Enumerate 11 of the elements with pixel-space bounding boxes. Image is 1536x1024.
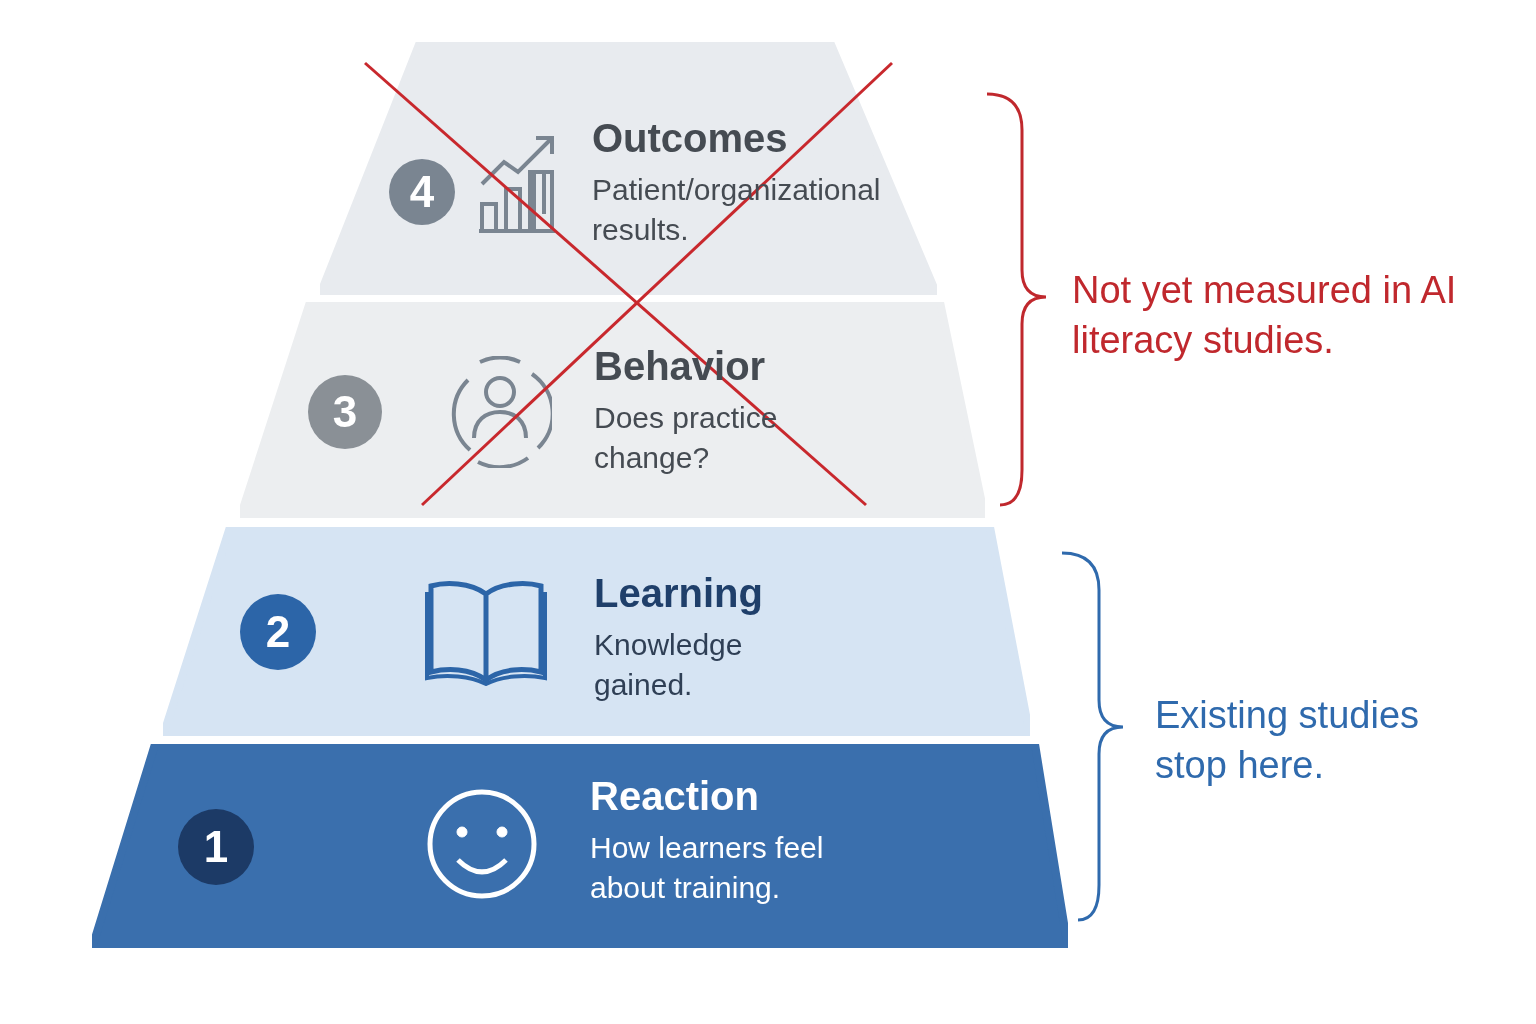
tier-description: How learners feel about training. <box>590 830 825 906</box>
pyramid-tier <box>92 744 1068 948</box>
tier-heading: Outcomes <box>592 115 788 162</box>
annotation-text: Existing studies stop here. <box>1155 693 1420 788</box>
tier-heading: Learning <box>594 570 763 617</box>
pyramid-tier <box>320 42 937 295</box>
tier-heading: Reaction <box>590 773 759 820</box>
tier-description: Knowledge gained. <box>594 627 744 703</box>
annotation-text: Not yet measured in AI literacy studies. <box>1072 268 1458 363</box>
pyramid-tier <box>163 527 1030 736</box>
pyramid-tier <box>240 302 985 518</box>
